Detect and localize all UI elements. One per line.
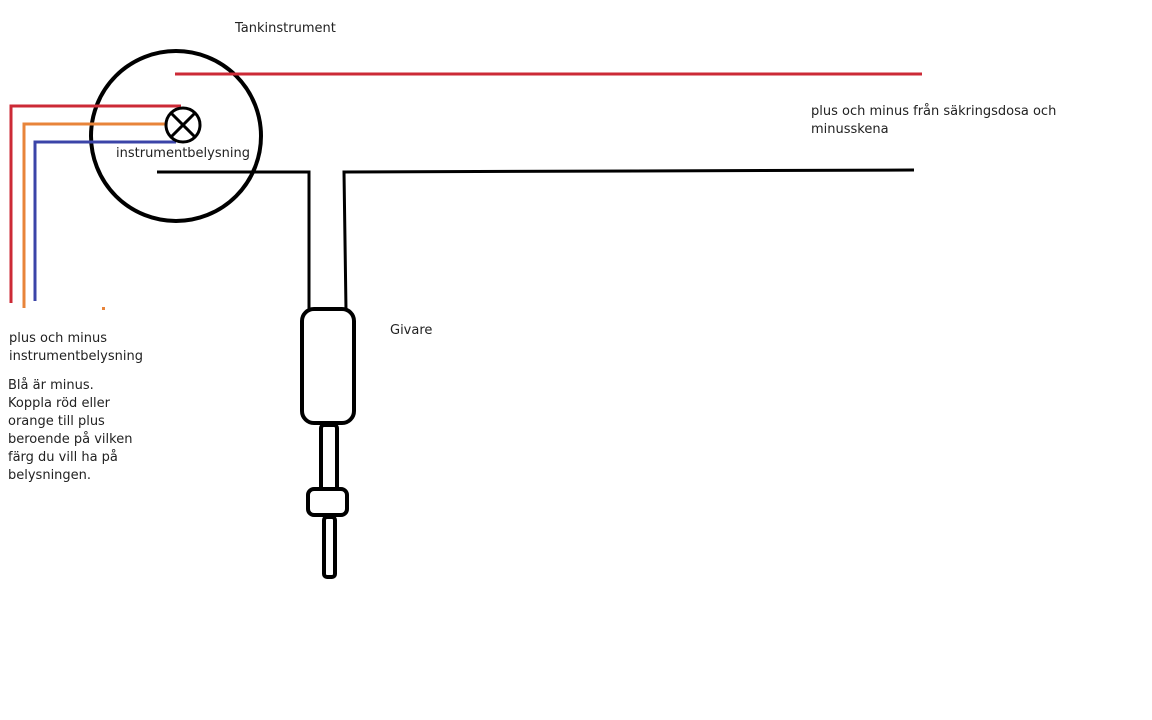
instrument-lighting-label: instrumentbelysning <box>116 146 250 161</box>
blue-lighting-wire <box>33 140 176 301</box>
lamp-icon <box>164 106 202 144</box>
black-wire-right <box>342 168 915 311</box>
sender-label: Givare <box>390 323 433 338</box>
black-wire-left <box>157 170 311 310</box>
orange-lighting-wire <box>22 122 166 308</box>
tank-gauge-circle <box>89 49 263 223</box>
tank-instrument-label: Tankinstrument <box>235 21 336 36</box>
sender-probe <box>300 307 356 579</box>
supply-note-label: plus och minus från säkringsdosa och min… <box>811 104 1057 137</box>
lighting-wires-label: plus och minus instrumentbelysning <box>9 331 143 364</box>
red-lighting-wire <box>9 104 181 303</box>
instruction-note: Blå är minus. Koppla röd eller orange ti… <box>8 378 133 483</box>
orange-dot <box>102 307 105 310</box>
